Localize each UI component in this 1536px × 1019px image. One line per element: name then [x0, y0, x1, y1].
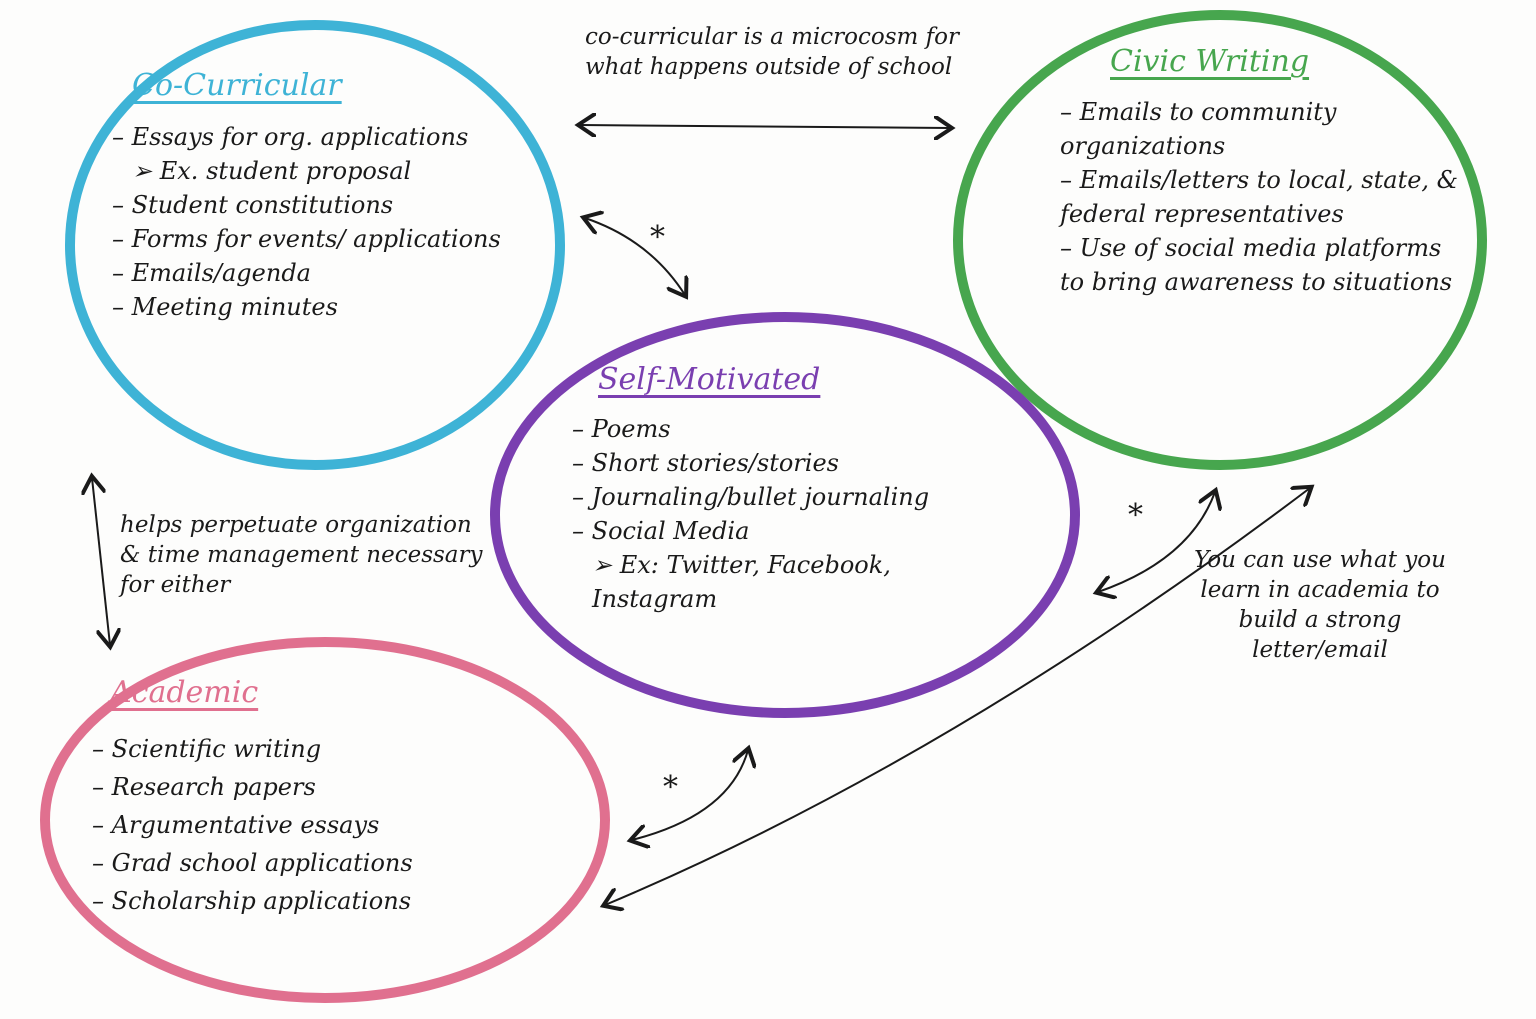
list-item: Student constitutions [112, 188, 552, 222]
list-item: Emails/letters to local, state, & federa… [1060, 163, 1460, 231]
academic-list: Scientific writing Research papers Argum… [92, 730, 572, 920]
list-item: Journaling/bullet journaling [572, 480, 1012, 514]
civic-writing-list: Emails to community organizations Emails… [1060, 95, 1460, 299]
list-item: Ex. student proposal [132, 154, 552, 188]
list-item: Essays for org. applications [112, 120, 552, 154]
left-arrow [92, 478, 110, 645]
list-item: Emails/agenda [112, 256, 552, 290]
civic-writing-title: Civic Writing [1110, 44, 1310, 79]
co-curricular-list: Essays for org. applications Ex. student… [112, 120, 552, 324]
academic-civic-arrow [605, 488, 1310, 905]
list-item: Ex: Twitter, Facebook, Instagram [592, 548, 1012, 616]
top-arrow [580, 125, 950, 128]
list-item: Poems [572, 412, 1012, 446]
list-item: Grad school applications [92, 844, 572, 882]
academic-title: Academic [110, 675, 259, 710]
right-note: You can use what you learn in academia t… [1194, 547, 1446, 663]
list-item: Argumentative essays [92, 806, 572, 844]
list-item: Emails to community organizations [1060, 95, 1460, 163]
list-item: Use of social media platforms to bring a… [1060, 231, 1460, 299]
list-item: Forms for events/ applications [112, 222, 552, 256]
co-curricular-circle [65, 20, 565, 470]
list-item: Scientific writing [92, 730, 572, 768]
top-note: co-curricular is a microcosm for what ha… [585, 24, 959, 80]
asterisk-mark: * [650, 220, 665, 255]
list-item: Research papers [92, 768, 572, 806]
co-self-arrow [585, 218, 685, 295]
list-item: Scholarship applications [92, 882, 572, 920]
academic-self-arrow [632, 750, 748, 840]
self-motivated-title: Self-Motivated [598, 362, 821, 397]
list-item: Short stories/stories [572, 446, 1012, 480]
asterisk-mark: * [663, 770, 678, 805]
co-curricular-title: Co-Curricular [132, 68, 342, 103]
list-item: Social Media [572, 514, 1012, 548]
left-note: helps perpetuate organization & time man… [120, 512, 483, 598]
list-item: Meeting minutes [112, 290, 552, 324]
civic-writing-circle [953, 10, 1487, 470]
self-motivated-list: Poems Short stories/stories Journaling/b… [572, 412, 1012, 616]
asterisk-mark: * [1128, 498, 1143, 533]
